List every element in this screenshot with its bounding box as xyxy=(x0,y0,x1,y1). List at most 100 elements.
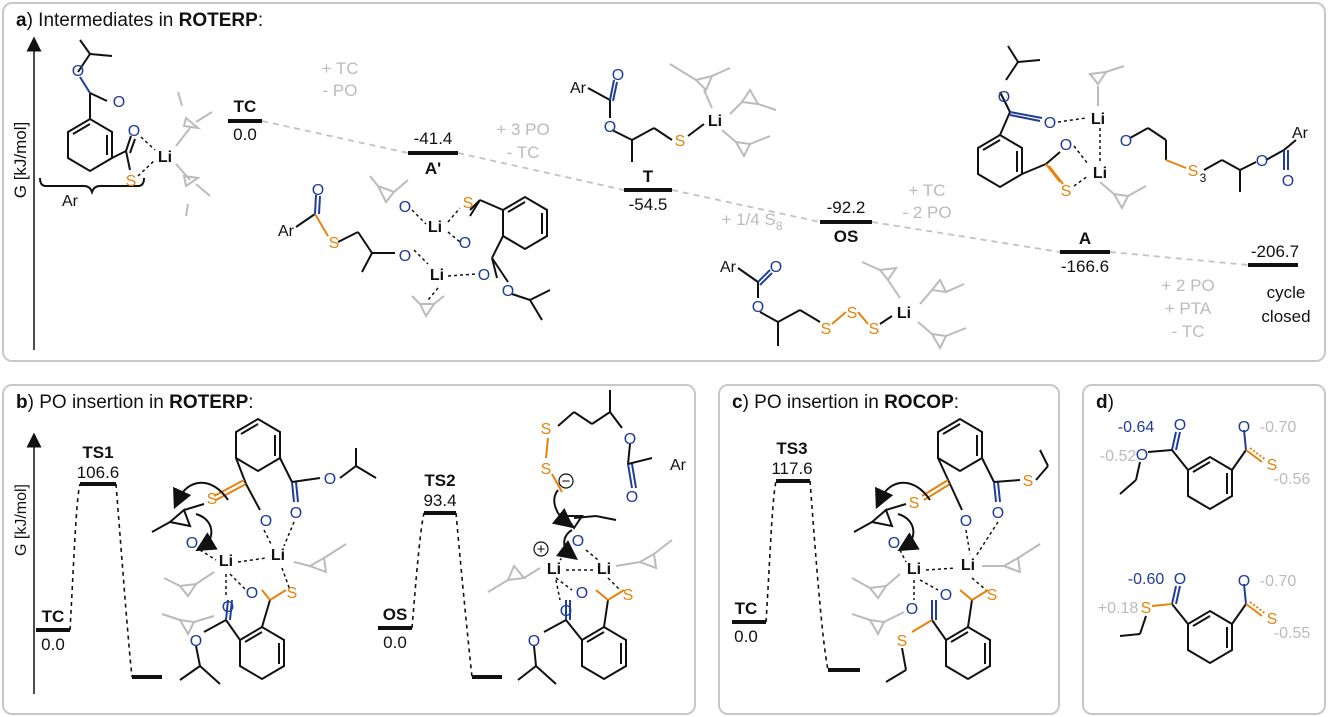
level-value-ts3: 117.6 xyxy=(771,459,812,478)
level-value-tc: 0.0 xyxy=(233,125,257,144)
atom-s-tc: S xyxy=(126,173,137,190)
atom-o-d-top-2: O xyxy=(1136,447,1148,464)
atom-o-ts2-2: O xyxy=(626,489,638,506)
atom-s-ap-2: S xyxy=(463,195,474,212)
minus-charge-circle xyxy=(558,473,574,489)
atom-s-ts3-3: S xyxy=(987,587,998,604)
atom-o-ts1-7: O xyxy=(190,633,202,650)
level-value-ts2: 93.4 xyxy=(423,491,456,510)
level-name-a-prime: A' xyxy=(425,159,441,178)
po-ligands-os xyxy=(861,261,967,351)
atom-o-a-4: O xyxy=(1060,137,1072,154)
level-value-closed: -206.7 xyxy=(1251,242,1299,261)
level-name-tc-c: TC xyxy=(735,599,758,618)
level-name-ts3: TS3 xyxy=(776,439,807,458)
atom-li-ts3-2: Li xyxy=(961,557,975,574)
level-note-cycle: cycle xyxy=(1267,283,1306,302)
step-5-line1: + 2 PO xyxy=(1161,276,1214,295)
ar-label-os: Ar xyxy=(720,259,737,276)
atom-li-os: Li xyxy=(897,305,911,322)
atom-o-d-bot-1: O xyxy=(1174,571,1186,588)
step-2-line2: - TC xyxy=(507,143,540,162)
atom-li-a-2: Li xyxy=(1093,165,1107,182)
atom-li-ts2-2: Li xyxy=(597,561,611,578)
panel-d-title: d) xyxy=(1096,392,1114,413)
atom-o-ts1-4: O xyxy=(186,535,198,552)
charge-top-o-ester: -0.52 xyxy=(1100,448,1137,465)
atom-o-ap-1: O xyxy=(312,182,324,199)
atom-s-t: S xyxy=(675,133,686,150)
atom-o-ts2-1: O xyxy=(624,431,636,448)
profile-b-levels xyxy=(36,482,502,679)
level-name-ts2: TS2 xyxy=(424,471,455,490)
atom-o-ts2-4: O xyxy=(576,585,588,602)
step-5-line3: - TC xyxy=(1172,322,1205,341)
atom-o-d-top-3: O xyxy=(1238,419,1250,436)
level-value-a: -166.6 xyxy=(1061,257,1109,276)
ar-label-t: Ar xyxy=(570,80,587,97)
po-ligands-a xyxy=(1088,65,1147,211)
panel-a-title: a) Intermediates in ROTERP: xyxy=(16,10,264,31)
atom-s-os-2: S xyxy=(847,305,858,322)
atom-o-ts2-6: O xyxy=(528,633,540,650)
atom-o-os-1: O xyxy=(770,259,782,276)
plus-charge-circle xyxy=(533,541,549,557)
po-ligands-tc xyxy=(175,91,213,217)
structure-a-prime xyxy=(295,194,551,321)
atom-o-a-6: O xyxy=(1282,173,1294,190)
atom-o-ts3-4: O xyxy=(940,587,952,604)
atom-s-ts3-4: S xyxy=(897,633,908,650)
atom-li-ts1-2: Li xyxy=(271,547,285,564)
plus-charge: + xyxy=(537,541,546,558)
po-ligands-ts3 xyxy=(851,543,1041,637)
atom-s-ap-1: S xyxy=(329,235,340,252)
profile-a-levels xyxy=(228,119,1298,267)
atom-s-ts1-2: S xyxy=(287,585,298,602)
profile-c-levels xyxy=(732,479,860,672)
coord-bonds-a xyxy=(1057,117,1101,187)
level-name-a: A xyxy=(1079,229,1091,248)
level-value-os: -92.2 xyxy=(827,198,866,217)
minus-charge: − xyxy=(562,473,571,490)
structure-d-top xyxy=(1119,429,1267,511)
atom-o-a-2: O xyxy=(1044,115,1056,132)
structure-ts2 xyxy=(517,390,653,685)
coord-bonds-tc xyxy=(137,136,156,177)
atom-o-tc-2: O xyxy=(113,94,125,111)
step-4-line1: + TC xyxy=(908,181,945,200)
coord-bonds-ts1 xyxy=(199,521,295,598)
atom-o-ts3-1: O xyxy=(960,513,972,530)
atom-o-ts2-3: O xyxy=(572,533,584,550)
atom-s-a-1: S xyxy=(1061,183,1072,200)
po-ligands-a-prime xyxy=(369,175,445,318)
coord-bonds-ts3 xyxy=(899,521,999,600)
atom-s-a-2: S xyxy=(1188,163,1199,180)
atom-li-t: Li xyxy=(708,113,722,130)
po-ligands-ts1 xyxy=(161,543,347,637)
step-2-line1: + 3 PO xyxy=(496,120,549,139)
panel-a: a) Intermediates in ROTERP: xyxy=(2,2,1326,362)
panel-b: b) PO insertion in ROTERP: xyxy=(2,384,696,715)
structure-a xyxy=(977,45,1297,192)
axis-label-a: G [kJ/mol] xyxy=(11,122,30,199)
atom-li-a-1: Li xyxy=(1091,111,1105,128)
coord-bonds-ts2 xyxy=(555,549,621,601)
atom-li-ts1-1: Li xyxy=(219,553,233,570)
structure-os xyxy=(737,267,893,346)
atom-s-os-3: S xyxy=(869,321,880,338)
step-5-line2: + PTA xyxy=(1165,299,1212,318)
atom-o-a-3: O xyxy=(1120,133,1132,150)
panel-c: c) PO insertion in ROCOP: xyxy=(718,384,1060,715)
structure-tc xyxy=(39,39,145,196)
atom-o-ts3-2: O xyxy=(992,505,1004,522)
structure-t xyxy=(587,79,673,162)
atom-o-ap-6: O xyxy=(502,283,514,300)
atom-o-ap-4: O xyxy=(459,235,471,252)
level-name-t: T xyxy=(643,167,654,186)
atom-o-ts1-3: O xyxy=(324,471,336,488)
profile-b-connectors xyxy=(69,483,473,678)
atom-s-d-bot-1: S xyxy=(1141,600,1152,617)
atom-li-ts2-1: Li xyxy=(547,561,561,578)
atom-o-ap-3: O xyxy=(399,199,411,216)
atom-li-ap-1: Li xyxy=(428,219,442,236)
